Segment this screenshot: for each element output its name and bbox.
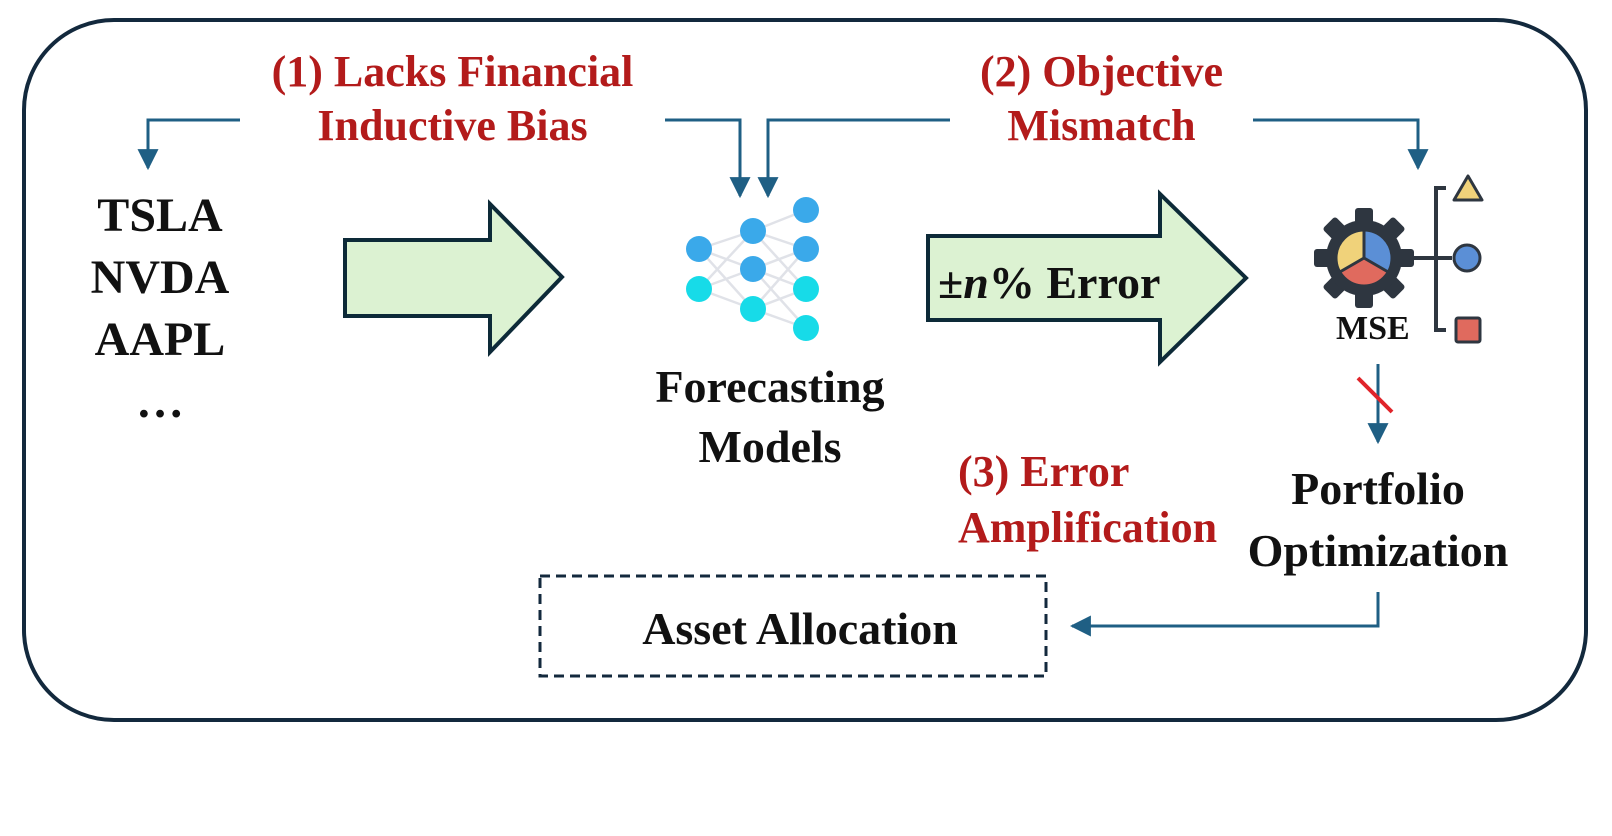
forecasting-line2: Models [698, 421, 842, 472]
forecasting-models-label: Forecasting Models [620, 364, 920, 470]
asset-allocation-box [538, 574, 1048, 678]
arrow-p2-to-models [757, 118, 950, 199]
problem-1-label: (1) Lacks Financial Inductive Bias [240, 50, 665, 148]
problem-3-line1: (3) Error [958, 447, 1130, 496]
problem-2-line2: Mismatch [1007, 101, 1196, 150]
square-icon [1454, 316, 1482, 344]
arrow-p1-to-tickers [137, 118, 240, 171]
portfolio-line2: Optimization [1247, 525, 1509, 576]
problem-3-label: (3) Error Amplification [958, 450, 1217, 550]
neural-network-icon [686, 197, 819, 341]
arrow-p1-to-models [665, 118, 751, 199]
arrow-portfolio-to-allocation [1069, 592, 1380, 637]
arrow-p2-to-mse [1253, 118, 1429, 171]
strike-icon [1356, 376, 1394, 414]
portfolio-line1: Portfolio [1291, 463, 1465, 514]
mse-label: MSE [1336, 310, 1410, 347]
problem-2-label: (2) Objective Mismatch [950, 50, 1253, 148]
ticker-aapl: AAPL [94, 313, 226, 366]
ticker-list: TSLA NVDA AAPL … [60, 192, 260, 426]
problem-1-line2: Inductive Bias [317, 101, 588, 150]
error-suffix: % Error [988, 257, 1161, 308]
triangle-icon [1452, 174, 1484, 202]
gear-pie-icon [1314, 208, 1414, 308]
problem-3-line2: Amplification [958, 503, 1218, 552]
ticker-nvda: NVDA [90, 251, 230, 304]
shape-bracket [1410, 186, 1452, 332]
problem-1-line1: (1) Lacks Financial [271, 47, 634, 96]
portfolio-optimization-label: Portfolio Optimization [1228, 466, 1528, 574]
error-plusminus: ± [938, 257, 964, 308]
forecasting-line1: Forecasting [655, 361, 885, 412]
block-arrow-error [926, 189, 1249, 367]
asset-allocation-label: Asset Allocation [642, 603, 958, 654]
ticker-tsla: TSLA [97, 189, 223, 242]
circle-icon [1452, 243, 1482, 273]
outer-frame [22, 18, 1588, 722]
problem-2-line1: (2) Objective [979, 47, 1224, 96]
error-label: ±n% Error [938, 260, 1160, 306]
block-arrow-tickers-to-models [343, 199, 565, 357]
ticker-ellipsis: … [136, 375, 184, 428]
error-n: n [963, 257, 989, 308]
